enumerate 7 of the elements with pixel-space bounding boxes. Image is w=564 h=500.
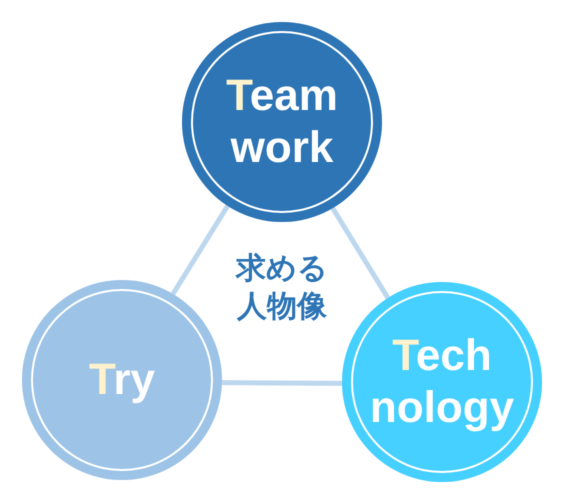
circle-label: Tech nology <box>368 330 516 434</box>
connector-line <box>170 204 230 296</box>
center-label: 求める人物像 <box>234 250 329 326</box>
circle-label: Team work <box>225 70 339 174</box>
connector-line <box>222 380 342 386</box>
circle-label: Try <box>88 354 156 406</box>
connector-line <box>330 206 390 300</box>
